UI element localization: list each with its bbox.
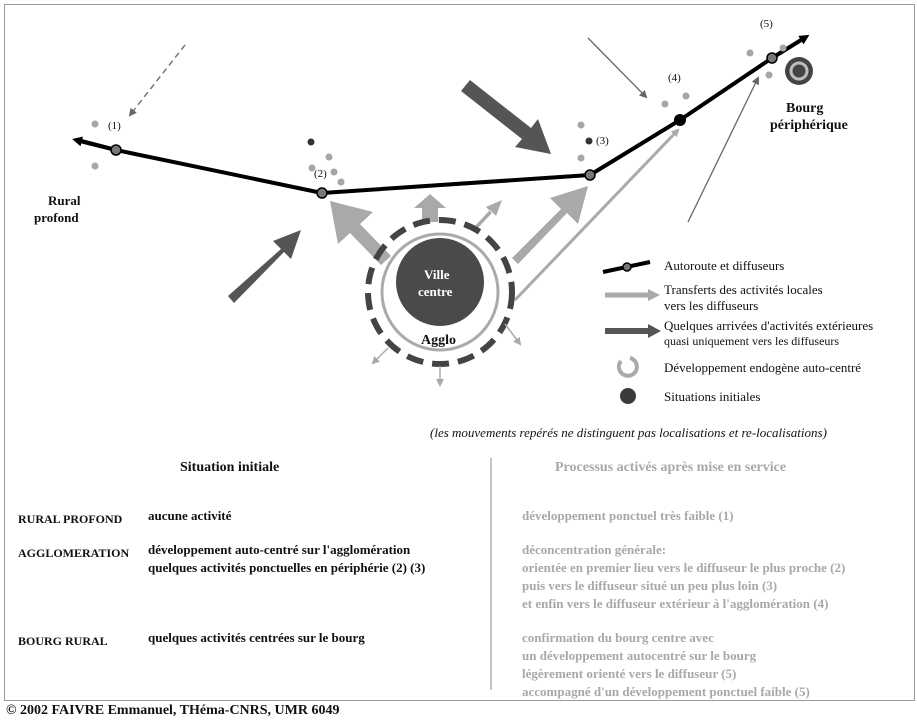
initial-rural-line: aucune activité [148, 508, 232, 523]
process-bourg-line: confirmation du bourg centre avec [522, 630, 714, 645]
bourg-label-line1: Bourg [786, 101, 824, 116]
initial-agglo: développement auto-centré sur l'agglomér… [148, 541, 425, 577]
process-bourg-line: légèrement orienté vers le diffuseur (5) [522, 666, 737, 681]
process-rural-line: développement ponctuel très faible (1) [522, 508, 734, 523]
legend-arrivees-line1: Quelques arrivées d'activités extérieure… [664, 318, 874, 333]
diagram-canvas [72, 34, 813, 404]
row-label-agglo: AGGLOMERATION [18, 546, 130, 560]
figure-frame [4, 4, 915, 701]
process-agglo: déconcentration générale: orientée en pr… [522, 541, 845, 613]
legend-transferts-line1: Transferts des activités locales [664, 282, 823, 297]
point-label-4: (4) [668, 72, 681, 84]
legend-initiales: Situations initiales [664, 389, 761, 404]
process-agglo-line: déconcentration générale: [522, 542, 667, 557]
process-bourg: confirmation du bourg centre avec un dév… [522, 629, 810, 701]
small-outward-arrows [371, 323, 522, 387]
arrival-arrow-top [461, 80, 551, 154]
initial-agglo-line: quelques activités ponctuelles en périph… [148, 560, 426, 575]
transfer-arrow-up [414, 194, 446, 222]
bourg-endogenous-icon [785, 57, 813, 85]
legend-arrivees-line2: quasi uniquement vers les diffuseurs [664, 334, 840, 348]
process-bourg-line: accompagné d'un développement ponctuel f… [522, 684, 810, 699]
point-label-1: (1) [108, 120, 121, 132]
legend-transferts-line2: vers les diffuseurs [664, 298, 759, 313]
point-label-2: (2) [314, 168, 327, 180]
arrival-arrow-left [228, 230, 301, 303]
motorway-line [77, 34, 810, 195]
legend-autoroute: Autoroute et diffuseurs [664, 258, 785, 273]
interchange-1 [110, 144, 122, 156]
transfer-arrow-to-4 [513, 128, 680, 302]
agglo-boundary [365, 217, 515, 367]
dashed-arrow [128, 44, 186, 117]
point-label-3: (3) [596, 135, 609, 147]
agglo-endogenous-ring [380, 232, 500, 352]
motorway-start-arrow [72, 136, 117, 152]
initial-rural: aucune activité [148, 507, 231, 525]
process-agglo-line: et enfin vers le diffuseur extérieur à l… [522, 596, 829, 611]
row-label-bourg: BOURG RURAL [18, 634, 108, 648]
ville-label-line2: centre [418, 284, 453, 299]
column-divider [490, 458, 492, 690]
initial-bourg: quelques activités centrées sur le bourg [148, 629, 365, 647]
legend-endogene: Développement endogène auto-centré [664, 360, 862, 375]
interchange-3 [584, 169, 596, 181]
column-title-process: Processus activés après mise en service [555, 460, 787, 475]
thin-arrow-to-4 [587, 37, 648, 99]
row-label-rural: RURAL PROFOND [18, 512, 123, 526]
ville-centre-circle [396, 238, 484, 326]
column-title-initial: Situation initiale [180, 460, 280, 475]
process-rural: développement ponctuel très faible (1) [522, 507, 734, 525]
process-agglo-line: orientée en premier lieu vers le diffuse… [522, 560, 846, 575]
copyright: © 2002 FAIVRE Emmanuel, THéma-CNRS, UMR … [6, 703, 340, 718]
activity-dots [91, 44, 787, 186]
transfer-arrow-to-2 [330, 201, 391, 265]
bourg-label-line2: périphérique [770, 118, 848, 133]
ville-label-line1: Ville [424, 267, 450, 282]
legend-symbols [602, 260, 661, 404]
bourg-ring [789, 61, 809, 81]
interchange-2 [316, 187, 328, 199]
process-agglo-line: puis vers le diffuseur situé un peu plus… [522, 578, 778, 593]
thin-arrow-to-5 [687, 76, 759, 223]
rural-label-line1: Rural [48, 193, 81, 208]
transfer-arrow-to-3 [512, 186, 588, 264]
rural-label-line2: profond [34, 210, 79, 225]
interchange-4 [674, 114, 686, 126]
initial-bourg-line: quelques activités centrées sur le bourg [148, 630, 365, 645]
interchange-5 [766, 52, 778, 64]
point-label-5: (5) [760, 18, 773, 30]
agglo-label: Agglo [421, 333, 456, 348]
initial-agglo-line: développement auto-centré sur l'agglomér… [148, 542, 411, 557]
process-bourg-line: un développement autocentré sur le bourg [522, 648, 757, 663]
movement-note: (les mouvements repérés ne distinguent p… [430, 425, 827, 440]
transfer-arrow-upright [474, 200, 502, 230]
